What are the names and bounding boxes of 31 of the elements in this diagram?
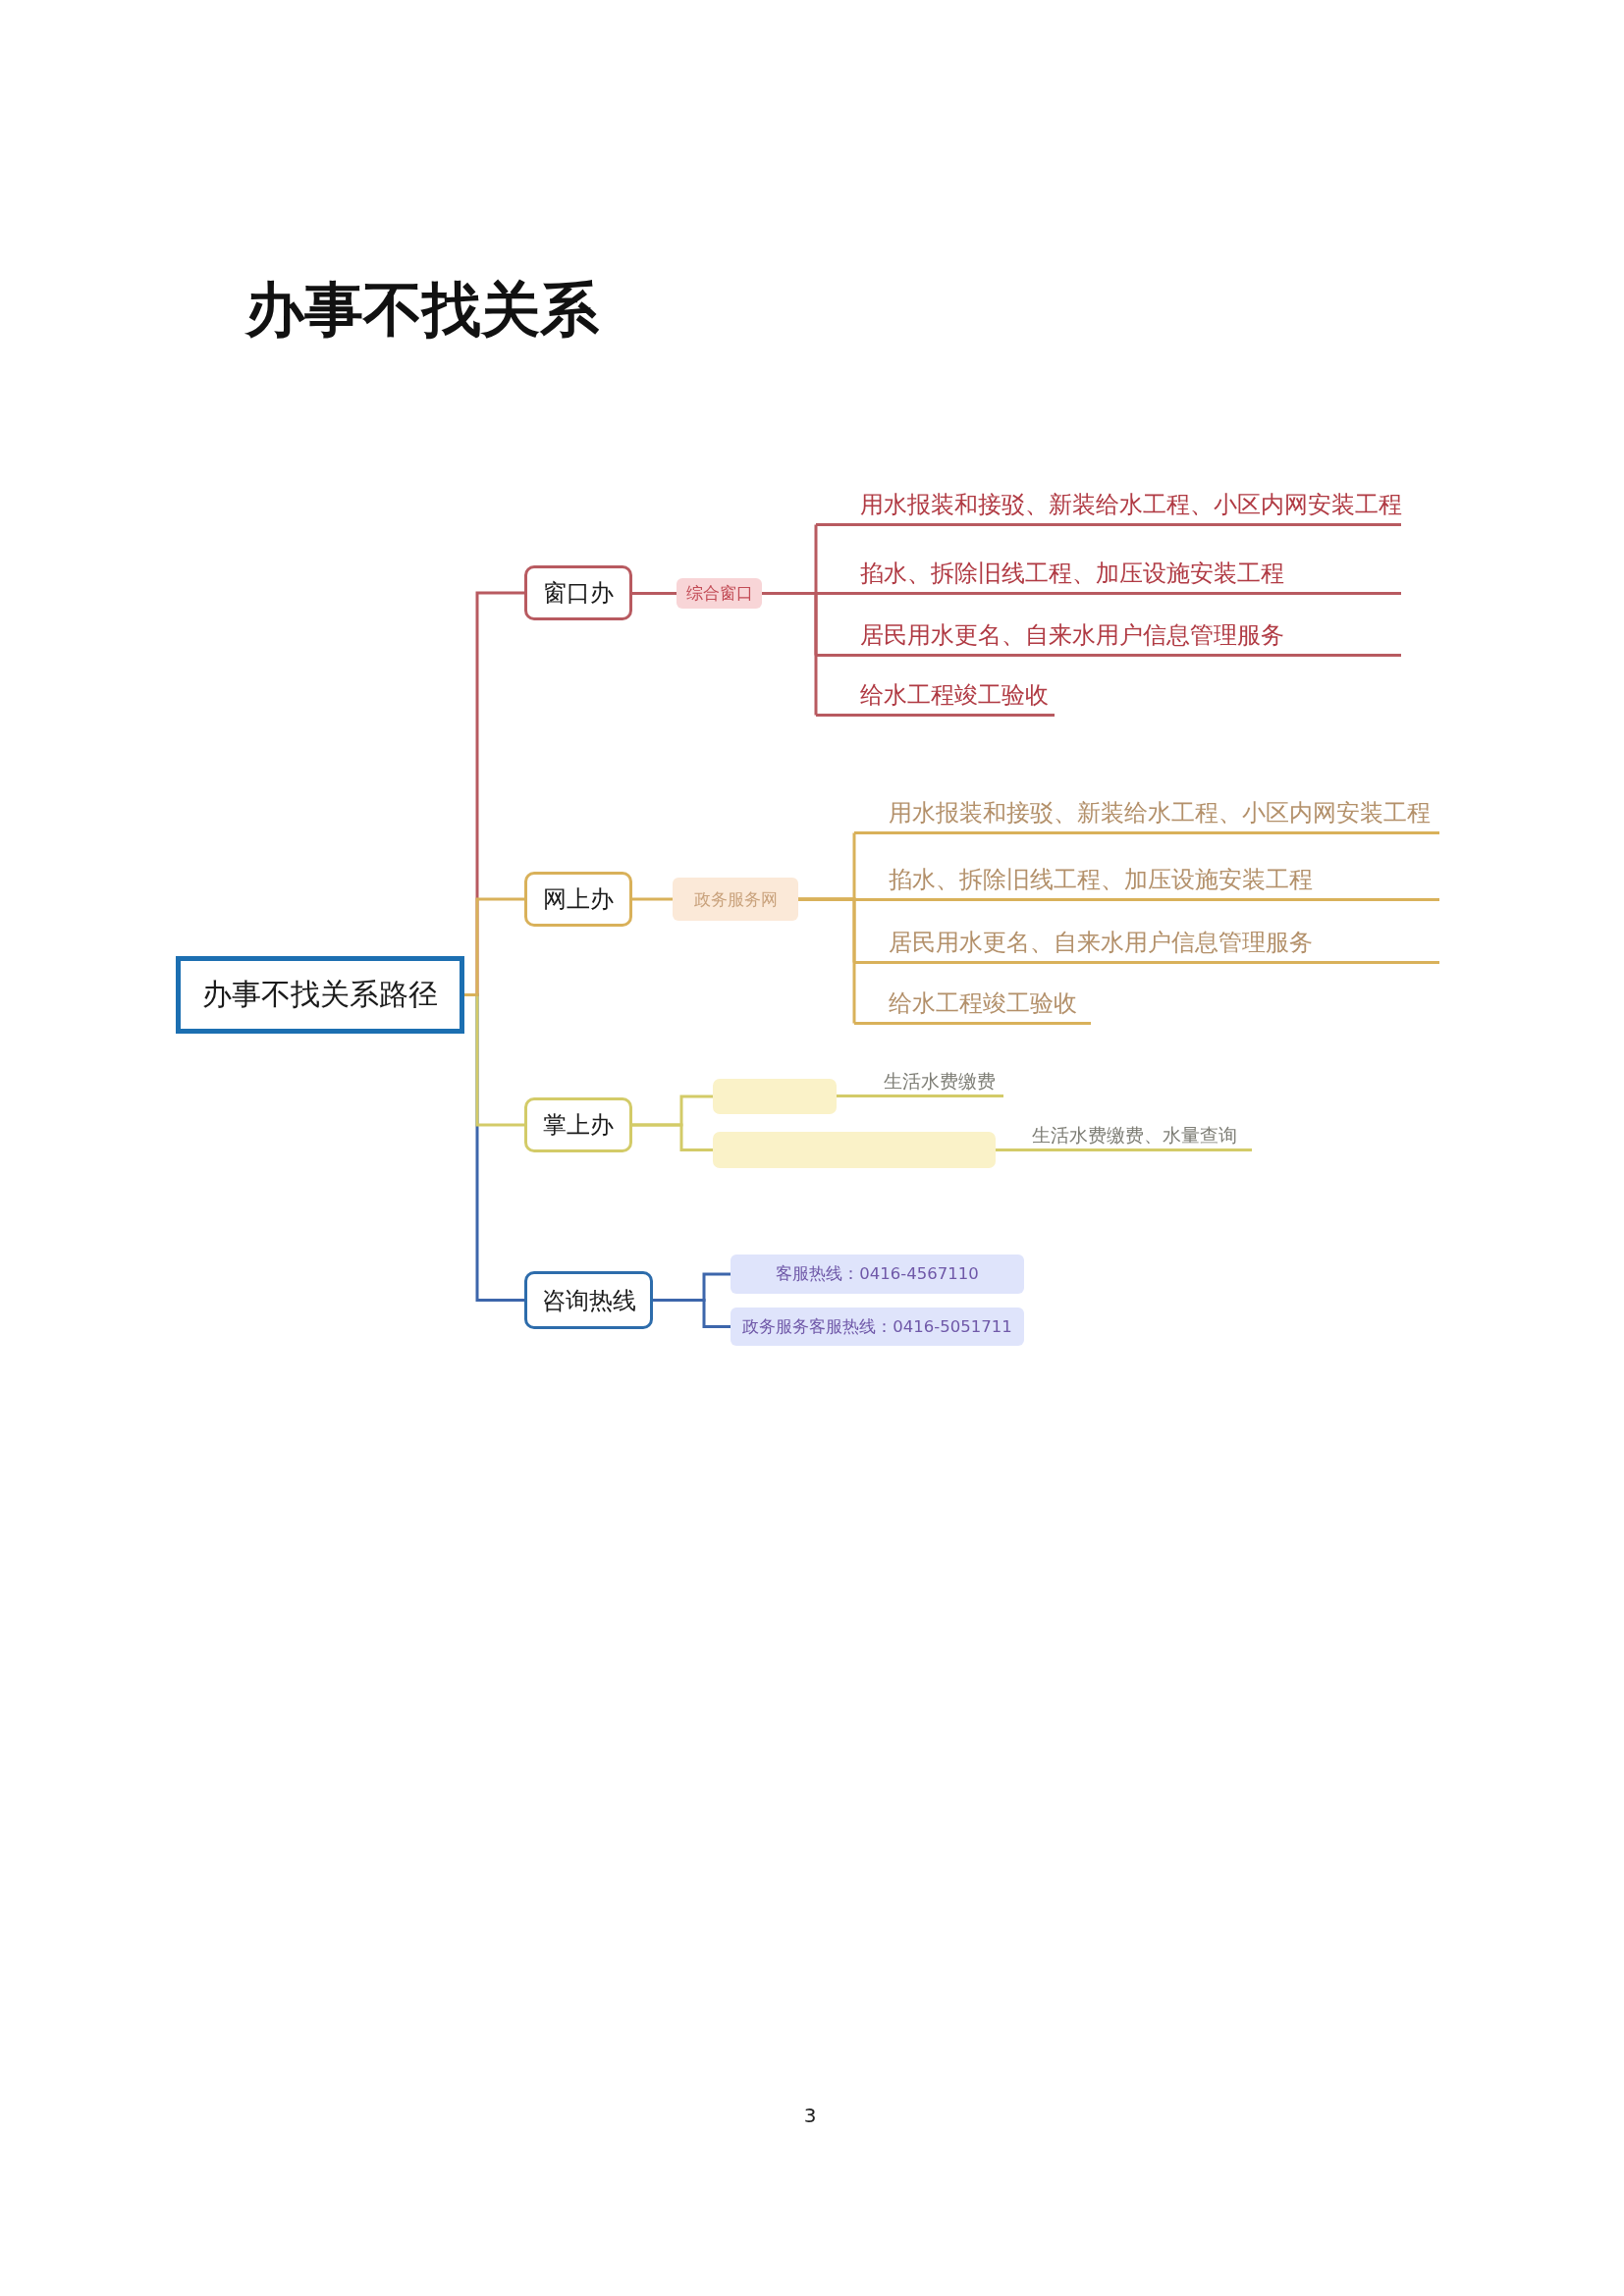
connector-line [632,592,677,595]
connector-line [632,1123,713,1151]
underlined-topic: 居民用水更名、自来水用户信息管理服务 [854,925,1439,964]
blank-tag [713,1079,837,1114]
connector-line [464,897,524,996]
topic-box: 咨询热线 [524,1271,653,1329]
page-title: 办事不找关系 [245,275,599,344]
underlined-topic: 掐水、拆除旧线工程、加压设施安装工程 [816,556,1401,595]
hotline-tag: 政务服务客服热线：0416-5051711 [731,1308,1024,1346]
topic-box: 网上办 [524,872,632,927]
page-number: 3 [802,2103,818,2129]
connector-line [837,1095,864,1097]
connector-line [632,897,673,901]
connector-line [996,1148,1016,1151]
underlined-topic: 用水报装和接驳、新装给水工程、小区内网安装工程 [854,795,1439,834]
underlined-topic: 生活水费缴费 [864,1068,1003,1097]
connector-line [798,898,854,901]
topic-box: 窗口办 [524,565,632,620]
underlined-topic: 给水工程竣工验收 [816,677,1055,717]
underlined-topic: 掐水、拆除旧线工程、加压设施安装工程 [854,862,1439,901]
category-tag: 政务服务网 [673,878,798,921]
underlined-topic: 居民用水更名、自来水用户信息管理服务 [816,617,1401,657]
underlined-topic: 生活水费缴费、水量查询 [1016,1122,1252,1151]
category-tag: 综合窗口 [677,578,762,609]
central-topic-box: 办事不找关系路径 [176,956,464,1034]
underlined-topic: 用水报装和接驳、新装给水工程、小区内网安装工程 [816,487,1401,526]
connector-line [762,592,816,595]
topic-box: 掌上办 [524,1097,632,1152]
blank-tag [713,1132,996,1168]
hotline-tag: 客服热线：0416-4567110 [731,1255,1024,1294]
underlined-topic: 给水工程竣工验收 [854,986,1091,1025]
